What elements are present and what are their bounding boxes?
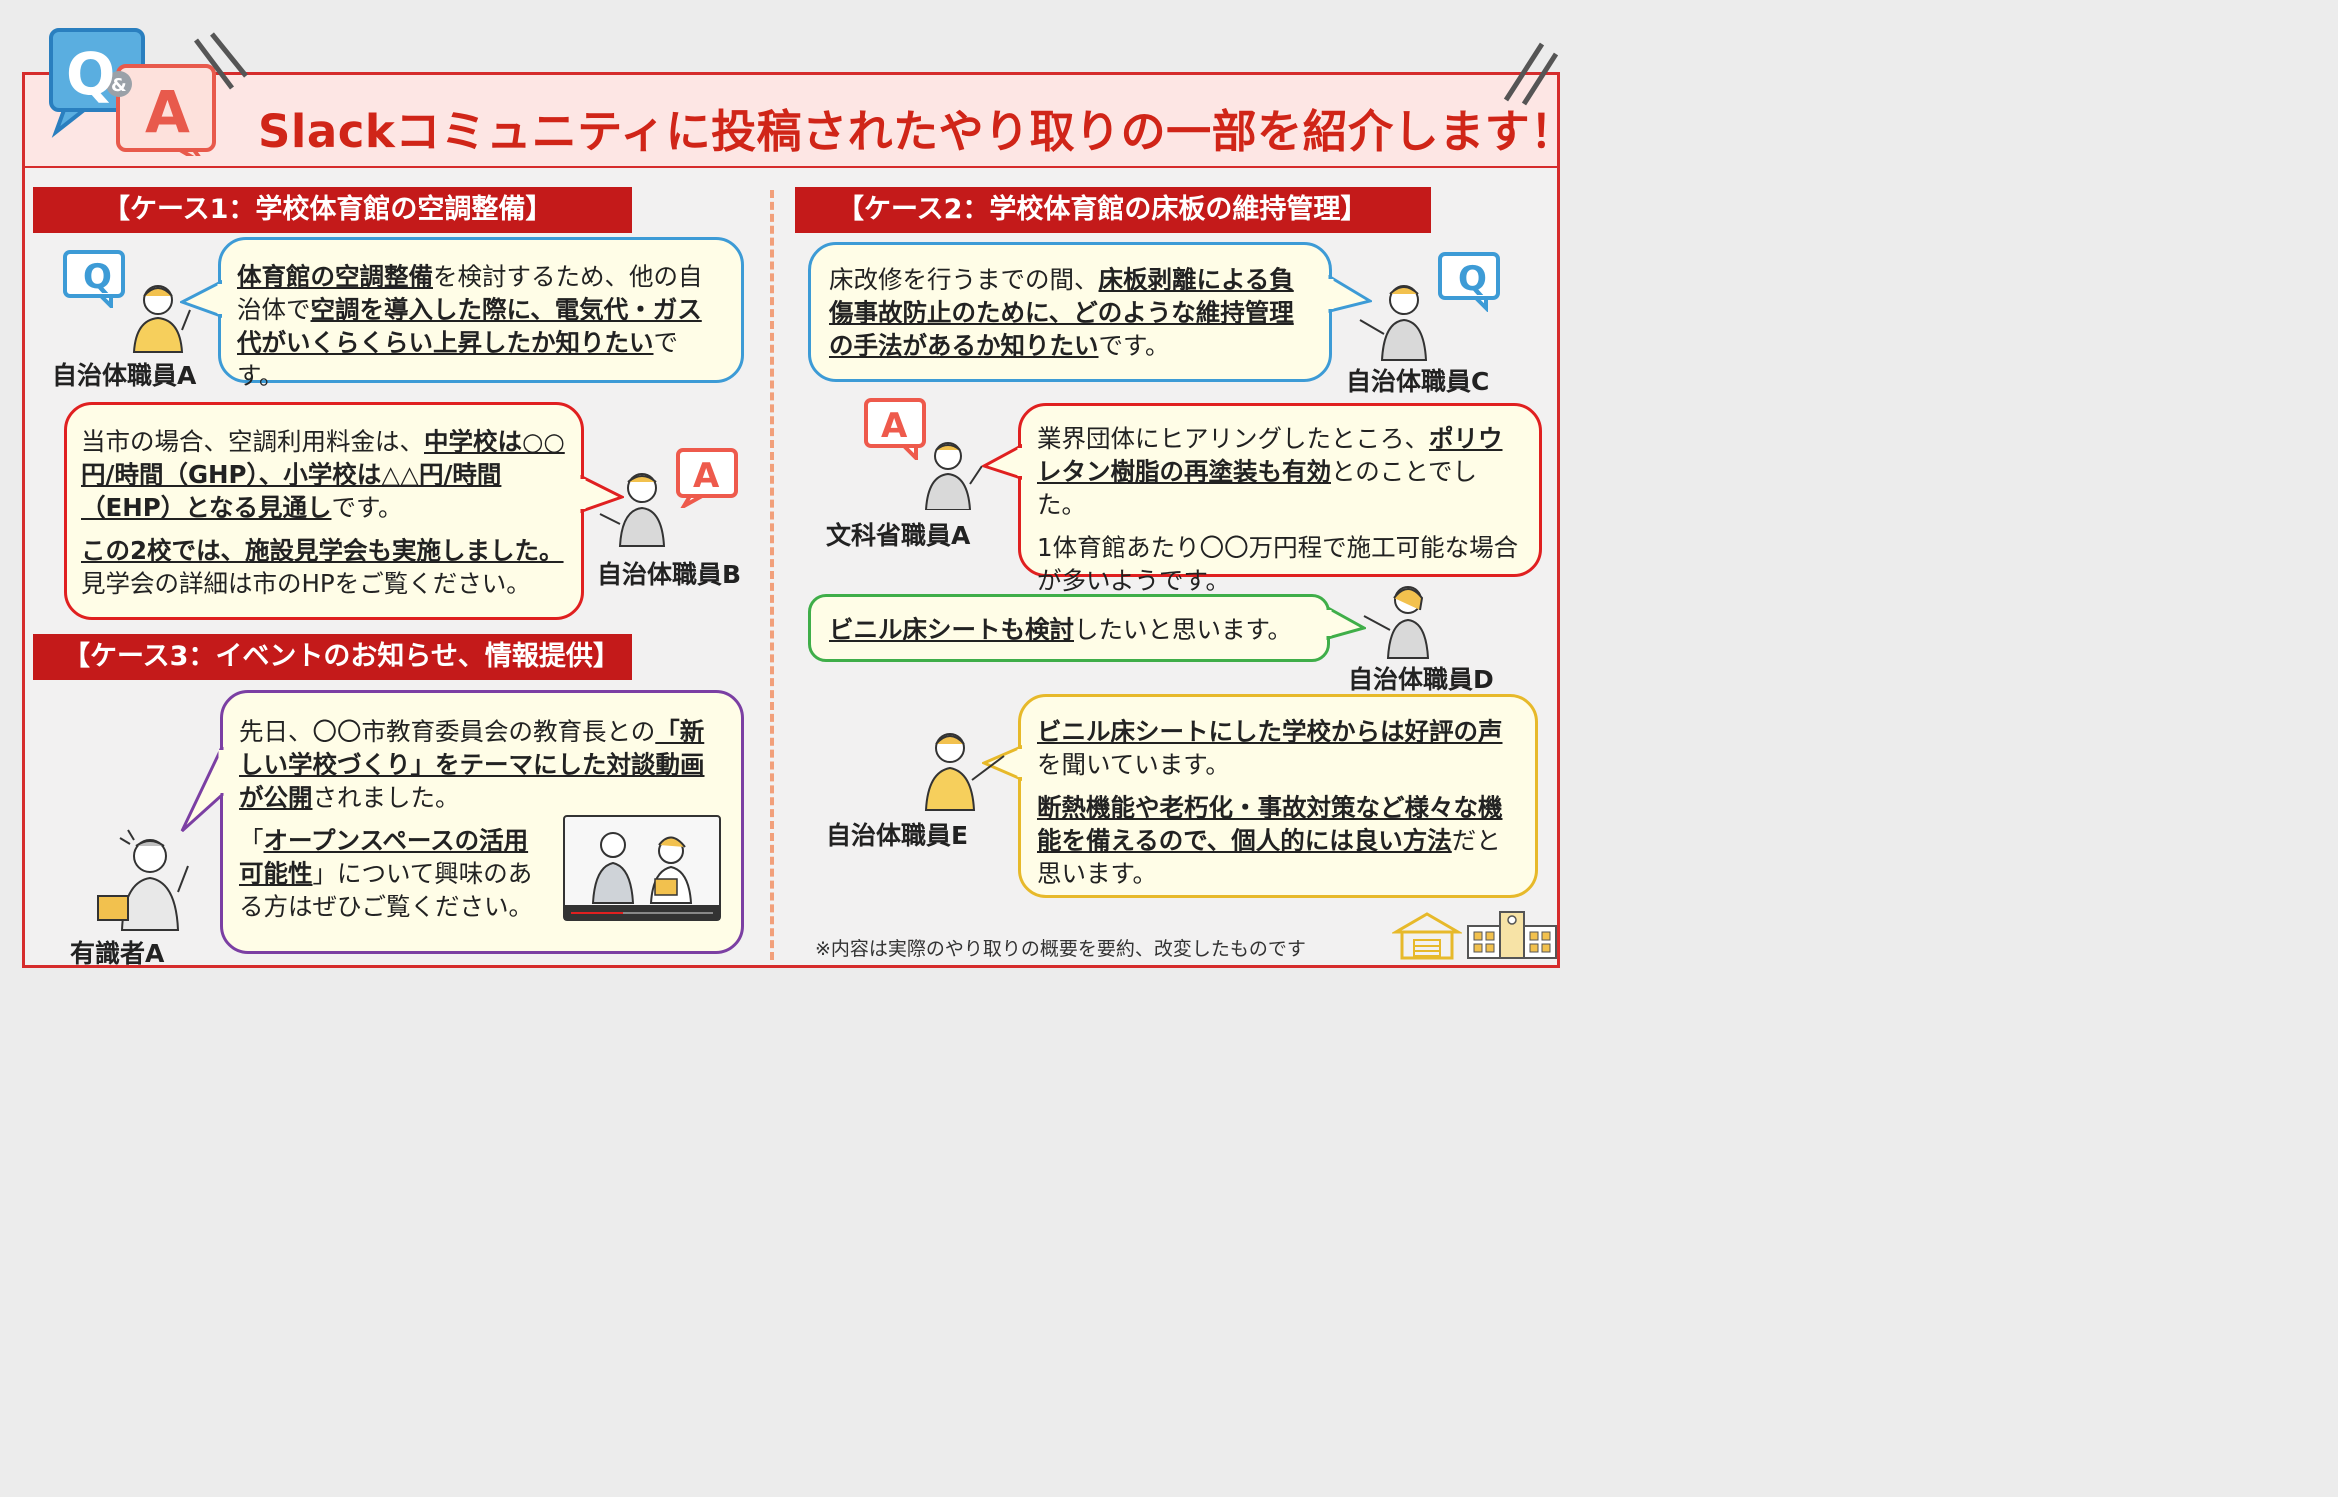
bubble-tail xyxy=(1326,606,1366,642)
a-speech-icon: A xyxy=(864,398,930,460)
person-illustration xyxy=(1356,280,1446,362)
a-speech-icon: A xyxy=(674,448,740,508)
person-illustration xyxy=(914,438,994,510)
school-building-icon xyxy=(1466,906,1558,960)
person-label-a: 自治体職員A xyxy=(52,361,197,390)
bubble-tail xyxy=(180,745,224,837)
a-badge-letter: A xyxy=(881,406,908,446)
logo-amp: & xyxy=(111,75,127,96)
bubble-tail xyxy=(580,475,624,515)
person-illustration xyxy=(910,726,1010,812)
question-bubble-case2: 床改修を行うまでの間、床板剥離による負傷事故防止のために、どのような維持管理の手… xyxy=(808,242,1332,382)
a-badge-letter: A xyxy=(693,456,720,496)
house-icon xyxy=(1392,912,1462,960)
title-bar xyxy=(22,72,1560,168)
question-bubble-case1: 体育館の空調整備を検討するため、他の自治体で空調を導入した際に、電気代・ガス代が… xyxy=(218,237,744,390)
answer-bubble-case1: 当市の場合、空調利用料金は、中学校は○○円/時間（GHP）、小学校は△△円/時間… xyxy=(64,402,584,620)
case2-answer-p2: 1体育館あたり〇〇万円程で施工可能な場合が多いようです。 xyxy=(1037,533,1519,595)
q-badge-letter: Q xyxy=(1458,259,1487,299)
reply-bubble-d: ビニル床シートも検討したいと思います。 xyxy=(808,594,1330,662)
case3-text-p2: 「オープンスペースの活用可能性」について興味のある方はぜひご覧ください。 xyxy=(239,826,533,921)
answer-bubble-case2: 業界団体にヒアリングしたところ、ポリウレタン樹脂の再塗装も有効とのことでした。 … xyxy=(1018,403,1542,595)
person-illustration xyxy=(92,822,202,932)
footnote: ※内容は実際のやり取りの概要を要約、改変したものです xyxy=(815,938,1306,960)
qa-logo-icon: Q & A xyxy=(46,26,256,156)
person-label-c: 自治体職員C xyxy=(1346,367,1490,396)
logo-a: A xyxy=(145,78,190,146)
bubble-tail xyxy=(982,444,1022,482)
case1-answer-p1: 当市の場合、空調利用料金は、中学校は○○円/時間（GHP）、小学校は△△円/時間… xyxy=(81,427,565,522)
case1-heading: 【ケース1：学校体育館の空調整備】 xyxy=(33,187,632,233)
person-illustration xyxy=(1360,580,1450,660)
reply-e-p1: ビニル床シートにした学校からは好評の声を聞いています。 xyxy=(1037,717,1503,779)
case3-text-p1: 先日、〇〇市教育委員会の教育長との「新しい学校づくり」をテーマにした対談動画が公… xyxy=(239,717,705,812)
case1-answer-p2: この2校では、施設見学会も実施しました。見学会の詳細は市のHPをご覧ください。 xyxy=(81,536,564,598)
case2-heading: 【ケース2：学校体育館の床板の維持管理】 xyxy=(795,187,1431,233)
q-speech-icon: Q xyxy=(1438,252,1502,312)
case2-answer-p1: 業界団体にヒアリングしたところ、ポリウレタン樹脂の再塗装も有効とのことでした。 xyxy=(1037,424,1503,519)
person-illustration xyxy=(120,280,200,355)
person-label-d: 自治体職員D xyxy=(1348,665,1494,694)
person-illustration xyxy=(594,468,684,548)
q-badge-letter: Q xyxy=(83,257,112,297)
emphasis-lines-icon xyxy=(1498,40,1558,110)
bubble-tail xyxy=(982,745,1022,783)
person-label-expert: 有識者A xyxy=(70,939,165,968)
case2-question-text: 床改修を行うまでの間、床板剥離による負傷事故防止のために、どのような維持管理の手… xyxy=(829,265,1294,360)
page-title: Slackコミュニティに投稿されたやり取りの一部を紹介します！ xyxy=(258,105,1576,158)
bubble-tail xyxy=(1328,275,1372,315)
q-speech-icon: Q xyxy=(63,250,127,308)
reply-e-p2: 断熱機能や老朽化・事故対策など様々な機能を備えるので、個人的には良い方法だと思い… xyxy=(1037,793,1503,888)
case1-question-text: 体育館の空調整備を検討するため、他の自治体で空調を導入した際に、電気代・ガス代が… xyxy=(237,262,703,390)
person-label-b: 自治体職員B xyxy=(597,560,742,589)
person-label-e: 自治体職員E xyxy=(826,821,969,850)
case3-heading: 【ケース3：イベントのお知らせ、情報提供】 xyxy=(33,634,632,680)
person-label-mext: 文科省職員A xyxy=(826,521,971,550)
reply-bubble-e: ビニル床シートにした学校からは好評の声を聞いています。 断熱機能や老朽化・事故対… xyxy=(1018,694,1538,898)
bubble-tail xyxy=(180,280,222,320)
video-thumbnail[interactable] xyxy=(563,815,721,921)
logo-q: Q xyxy=(66,40,115,108)
column-divider xyxy=(770,190,774,960)
reply-d-text: ビニル床シートも検討したいと思います。 xyxy=(829,615,1293,644)
